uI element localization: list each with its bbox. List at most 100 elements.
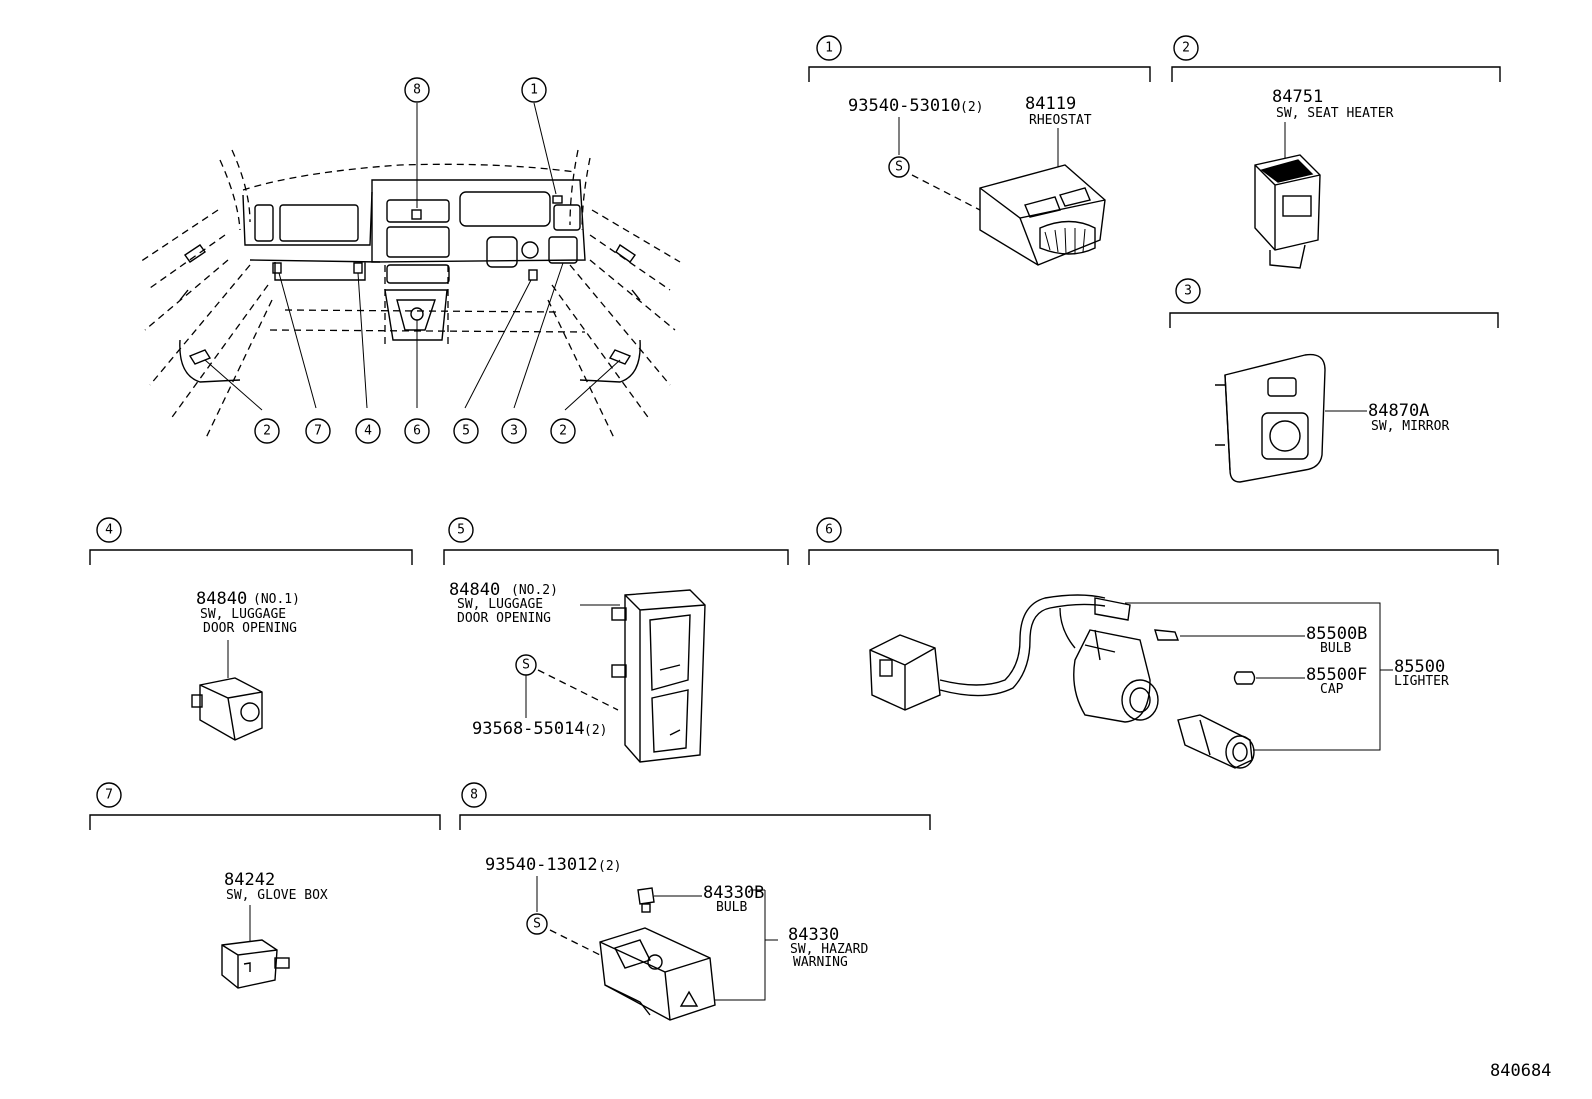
mirror-switch-illustration [1215, 353, 1326, 483]
svg-text:5: 5 [462, 424, 470, 439]
hazard-bulb-part-name: BULB [716, 900, 747, 915]
luggage-switch-2-name-line1: SW, LUGGAGE [457, 597, 543, 612]
luggage-switch-1-part-number: 84840 [196, 589, 247, 609]
luggage-switch-1-name-line1: SW, LUGGAGE [200, 607, 286, 622]
luggage-switch-1-name-line2: DOOR OPENING [203, 621, 297, 636]
luggage-switch-1-suffix: (NO.1) [253, 592, 300, 607]
section-7-bracket [89, 814, 441, 830]
hazard-bulb-part-number: 84330B [703, 883, 764, 903]
svg-text:2: 2 [263, 424, 271, 439]
section-5-bracket [443, 549, 789, 565]
svg-text:7: 7 [314, 424, 322, 439]
section-7-glove-box: 7 84242 SW, GLOVE BOX [89, 782, 441, 989]
svg-text:2: 2 [1182, 41, 1190, 56]
svg-text:8: 8 [413, 83, 421, 98]
section-1-rheostat: 1 93540-53010 (2) S 84119 RHEOSTAT [808, 35, 1151, 266]
hazard-screw-quantity: (2) [598, 859, 621, 874]
screw-part-number: 93540-53010 [848, 96, 961, 116]
hazard-bulb-illustration [637, 887, 655, 913]
hazard-assembly-part-number: 84330 [788, 925, 839, 945]
svg-text:2: 2 [559, 424, 567, 439]
lighter-cap-part-number: 85500F [1306, 665, 1367, 685]
luggage-switch-2-illustration [611, 589, 706, 763]
lighter-cap-part-name: CAP [1320, 682, 1344, 697]
hazard-assembly-name-line2: WARNING [793, 955, 848, 970]
rheostat-part-name: RHEOSTAT [1029, 113, 1092, 128]
overview-callout-2-right: 2 [550, 418, 576, 444]
luggage-switch-2-screw-part: 93568-55014 [472, 719, 585, 739]
section-5-callout: 5 [448, 517, 474, 543]
glove-box-switch-illustration [221, 939, 290, 989]
svg-text:3: 3 [1184, 284, 1192, 299]
luggage-switch-2-name-line2: DOOR OPENING [457, 611, 551, 626]
overview-callout-8: 8 [404, 77, 430, 103]
lighter-cap-illustration [1233, 671, 1256, 685]
svg-text:4: 4 [364, 424, 372, 439]
svg-text:S: S [895, 160, 903, 175]
svg-text:4: 4 [105, 523, 113, 538]
glove-box-part-number: 84242 [224, 870, 275, 890]
screw-symbol-8: S [526, 913, 548, 935]
section-6-callout: 6 [816, 517, 842, 543]
luggage-switch-2-screw-qty: (2) [584, 723, 607, 738]
section-8-callout: 8 [461, 782, 487, 808]
section-6-bracket [808, 549, 1499, 565]
lighter-bulb-illustration [1154, 629, 1180, 641]
mirror-part-name: SW, MIRROR [1371, 419, 1449, 434]
svg-text:1: 1 [530, 83, 538, 98]
overview-callout-4: 4 [355, 418, 381, 444]
section-4-callout: 4 [96, 517, 122, 543]
svg-text:S: S [522, 658, 530, 673]
luggage-switch-2-suffix: (NO.2) [511, 583, 558, 598]
svg-text:6: 6 [413, 424, 421, 439]
screw-symbol-5: S [515, 654, 537, 676]
lighter-harness-illustration [869, 594, 1159, 723]
svg-text:8: 8 [470, 788, 478, 803]
luggage-switch-1-illustration [191, 677, 263, 741]
svg-text:1: 1 [825, 41, 833, 56]
section-2-seat-heater: 2 84751 SW, SEAT HEATER [1171, 35, 1501, 269]
hazard-screw-part-number: 93540-13012 [485, 855, 598, 875]
section-8-hazard: 8 93540-13012 (2) S 84330B BULB 84330 SW… [459, 782, 931, 1021]
mirror-part-number: 84870A [1368, 401, 1429, 421]
lighter-plug-illustration [1177, 714, 1255, 769]
overview-callout-6: 6 [404, 418, 430, 444]
section-5-luggage-switch-no2: 5 84840 (NO.2) SW, LUGGAGE DOOR OPENING … [443, 517, 789, 763]
lighter-assembly-part-name: LIGHTER [1394, 674, 1449, 689]
section-8-bracket [459, 814, 931, 830]
overview-callout-7: 7 [305, 418, 331, 444]
screw-quantity: (2) [960, 100, 983, 115]
lighter-bulb-part-name: BULB [1320, 641, 1351, 656]
section-4-bracket [89, 549, 413, 565]
section-7-callout: 7 [96, 782, 122, 808]
luggage-switch-2-part-number: 84840 [449, 580, 500, 600]
seat-heater-part-number: 84751 [1272, 87, 1323, 107]
dashboard-overview: 8 1 2 7 4 6 5 3 2 [139, 77, 681, 444]
lighter-assembly-part-number: 85500 [1394, 657, 1445, 677]
hazard-switch-illustration [599, 927, 716, 1021]
lighter-bulb-part-number: 85500B [1306, 624, 1367, 644]
seat-heater-part-name: SW, SEAT HEATER [1276, 106, 1394, 121]
section-3-mirror: 3 84870A SW, MIRROR [1169, 278, 1499, 483]
drawing-number: 840684 [1490, 1061, 1551, 1081]
svg-text:6: 6 [825, 523, 833, 538]
svg-text:S: S [533, 917, 541, 932]
screw-symbol: S [888, 156, 910, 178]
section-1-callout: 1 [816, 35, 842, 61]
overview-callout-1: 1 [521, 77, 547, 103]
rheostat-part-number: 84119 [1025, 94, 1076, 114]
hazard-assembly-name-line1: SW, HAZARD [790, 942, 868, 957]
overview-callout-3: 3 [501, 418, 527, 444]
section-3-bracket [1169, 312, 1499, 328]
overview-callout-5: 5 [453, 418, 479, 444]
svg-text:7: 7 [105, 788, 113, 803]
overview-callout-2-left: 2 [254, 418, 280, 444]
glove-box-part-name: SW, GLOVE BOX [226, 888, 328, 903]
section-2-bracket [1171, 66, 1501, 82]
seat-heater-switch-illustration [1254, 154, 1321, 269]
section-1-bracket [808, 66, 1151, 82]
section-3-callout: 3 [1175, 278, 1201, 304]
svg-text:5: 5 [457, 523, 465, 538]
section-4-luggage-switch-no1: 4 84840 (NO.1) SW, LUGGAGE DOOR OPENING [89, 517, 413, 741]
